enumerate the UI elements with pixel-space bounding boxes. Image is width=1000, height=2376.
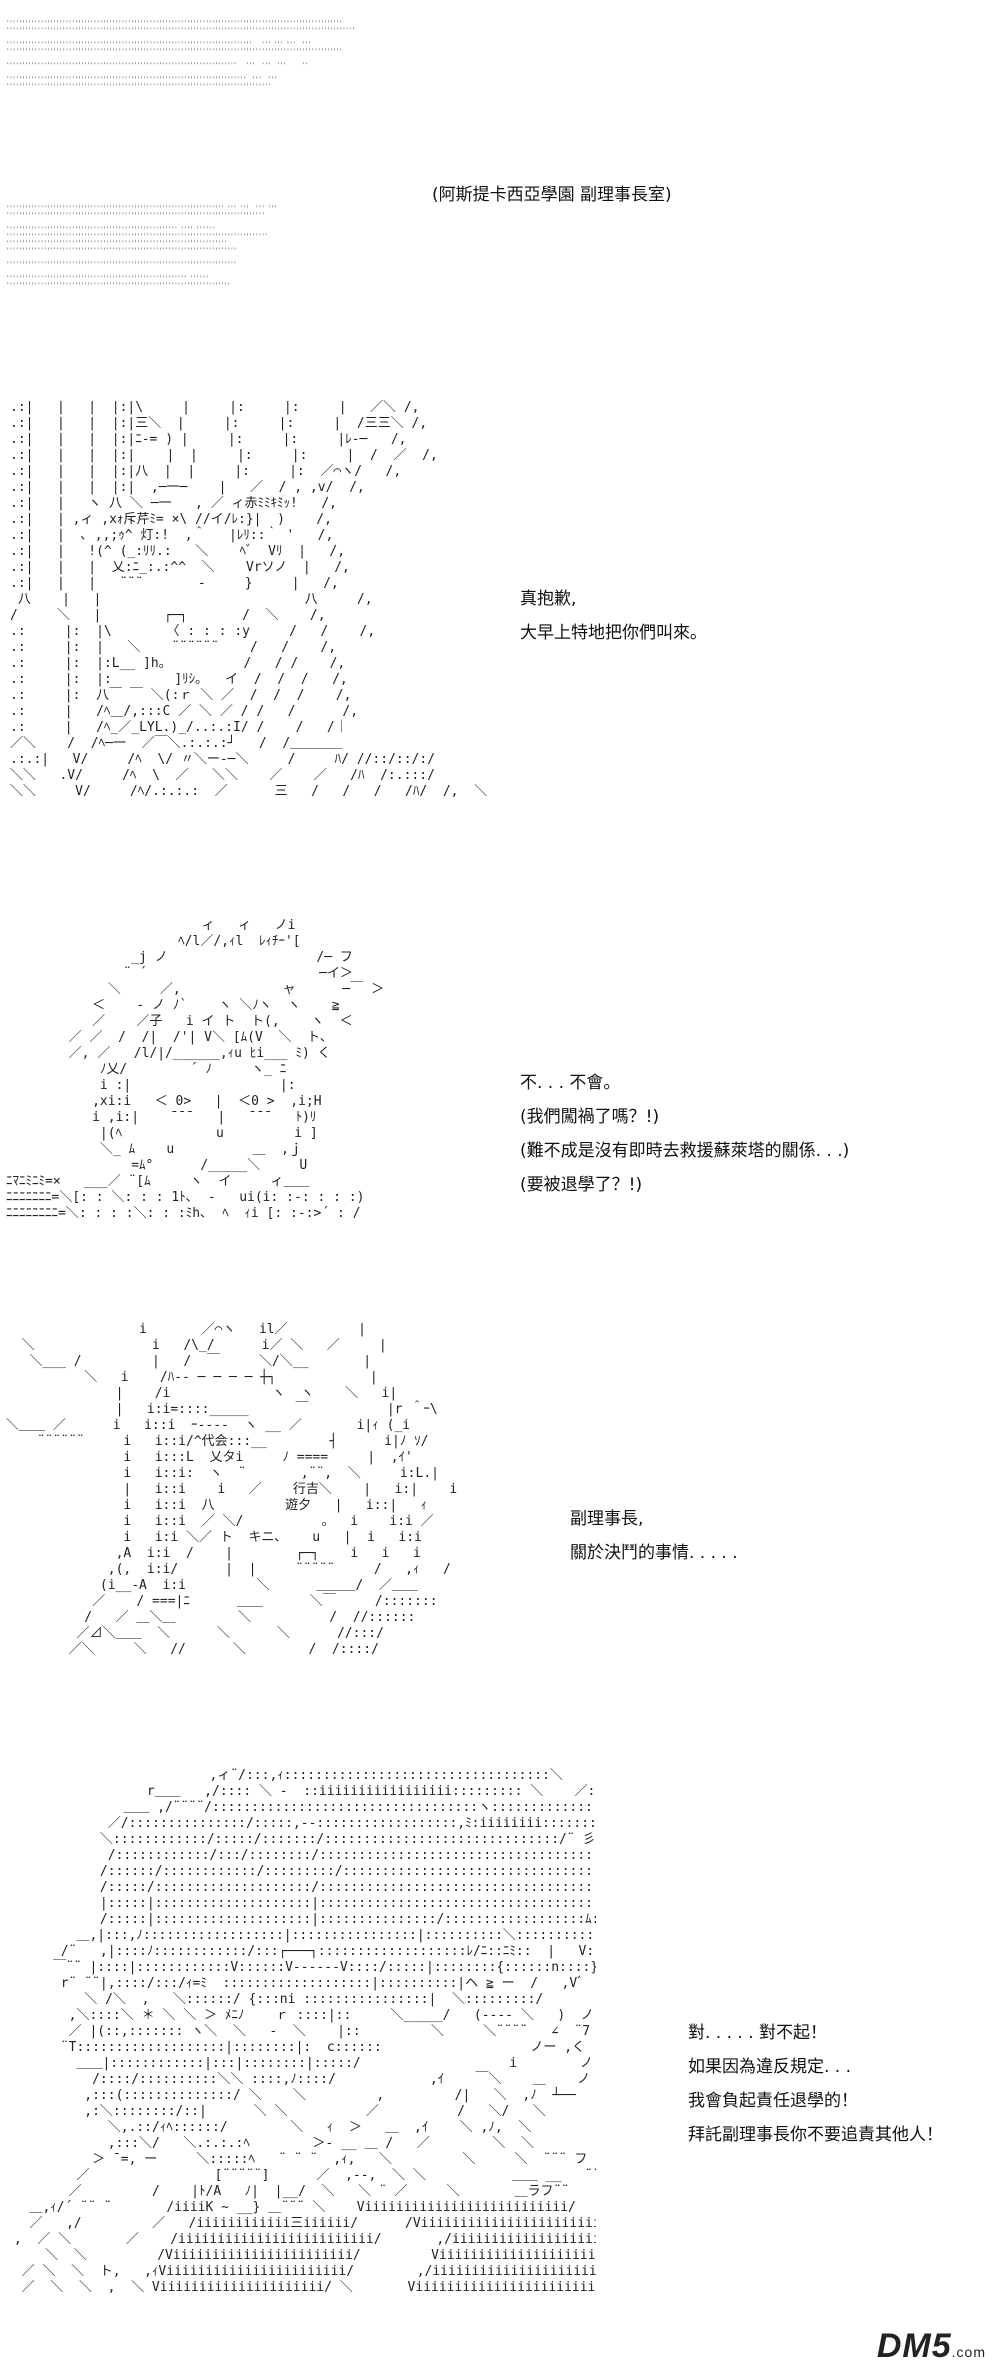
- dialogue-line: 副理事長,: [570, 1509, 644, 1529]
- dialogue-line: 真抱歉,: [520, 589, 577, 609]
- ascii-art-panel-2: ィ ィ ノi ﾍ/l／/,ｨl ﾚｨﾁｰ'[ _j ノ /─ フ ¨ ´ ─イ＞…: [6, 918, 385, 1221]
- dialogue-line: (我們闖禍了嗎？!): [520, 1107, 660, 1127]
- watermark-text: DM5: [876, 2327, 952, 2365]
- dialogue-panel-4: 對. . . . . 對不起！ 如果因為違反規定. . . 我會負起責任退學的！…: [688, 2016, 943, 2152]
- dm5-watermark-logo: DM5.com: [877, 2327, 986, 2366]
- dialogue-panel-3: 副理事長, 關於決鬥的事情. . . . .: [570, 1502, 738, 1570]
- ascii-art-panel-1: .:| | | |:|\ | |: |: | ／＼ /, .:| | | |:|…: [10, 400, 488, 799]
- ascii-dots-block-mid: ''''''''''''''''''''''''''''''''''''''''…: [6, 205, 277, 289]
- dialogue-line: 如果因為違反規定. . .: [688, 2057, 852, 2077]
- dialogue-line: 拜託副理事長你不要追責其他人！: [688, 2125, 943, 2145]
- ascii-dots-block-top: ''''''''''''''''''''''''''''''''''''''''…: [6, 20, 355, 90]
- dialogue-panel-1: 真抱歉, 大早上特地把你們叫來。: [520, 582, 707, 650]
- location-caption: (阿斯提卡西亞學園 副理事長室): [432, 185, 672, 205]
- ascii-art-panel-3: i ／⌒ヽ il／ | ＼ i /\_/ i／ ＼ ／ | ＼___ / | /…: [6, 1322, 458, 1657]
- dialogue-line: (要被退學了？!): [520, 1175, 643, 1195]
- dialogue-line: (難不成是沒有即時去救援蘇萊塔的關係. . .): [520, 1141, 850, 1161]
- watermark-suffix: .com: [951, 2344, 986, 2360]
- ascii-art-panel-4: ,ィ¨/:::,ｨ:::::::::::::::::::::::::::::::…: [13, 1768, 596, 2295]
- dialogue-line: 不. . . 不會。: [520, 1073, 621, 1093]
- dialogue-line: 對. . . . . 對不起！: [688, 2023, 828, 2043]
- dialogue-panel-2: 不. . . 不會。 (我們闖禍了嗎？!) (難不成是沒有即時去救援蘇萊塔的關係…: [520, 1066, 849, 1202]
- dialogue-line: 大早上特地把你們叫來。: [520, 623, 707, 643]
- dialogue-line: 我會負起責任退學的！: [688, 2091, 858, 2111]
- dialogue-line: 關於決鬥的事情. . . . .: [570, 1543, 738, 1563]
